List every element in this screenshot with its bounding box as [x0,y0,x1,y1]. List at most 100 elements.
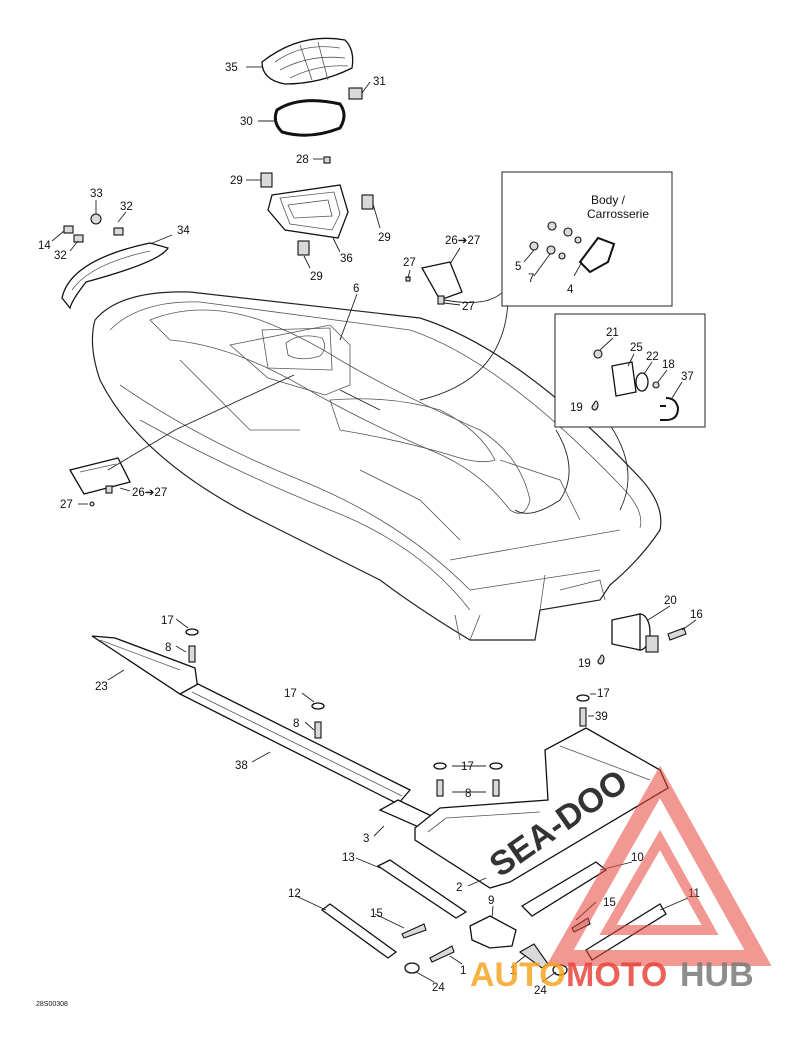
clip-29b [361,194,374,210]
label-21: 21 [606,327,619,339]
label-17d: 17 [597,688,610,700]
label-19a: 19 [570,402,583,414]
label-39: 39 [595,711,608,723]
label-29c: 29 [310,271,323,283]
watermark-text: AUTO MOTO HUB [470,956,754,994]
gasket-22 [635,372,649,392]
washer-7d [558,252,566,260]
screw-15a [401,923,427,939]
label-22: 22 [646,351,659,363]
washer-14 [63,225,74,234]
plate-25 [611,361,637,397]
label-8b: 8 [293,718,299,730]
label-5: 5 [515,261,521,273]
washer-7b [546,245,556,255]
storage-bin-36 [267,184,349,239]
label-36: 36 [340,253,353,265]
bracket-26-upper [405,261,463,305]
washer-18 [652,381,660,389]
panel-23 [91,635,199,695]
label-27c: 27 [60,499,73,511]
label-24a: 24 [432,982,445,994]
label-19b: 19 [578,658,591,670]
label-12: 12 [288,888,301,900]
cap-24a [404,962,420,974]
watermark-moto: MOTO [566,956,667,994]
label-25: 25 [630,342,643,354]
rivet-8a [185,628,199,663]
label-20: 20 [664,595,677,607]
label-37: 37 [681,371,694,383]
label-15b: 15 [603,897,616,909]
screw-1a [429,945,455,963]
label-27b: 27 [462,301,475,313]
label-13: 13 [342,852,355,864]
watermark-logo [546,765,772,966]
latch-31 [348,87,363,100]
label-14: 14 [38,240,51,252]
label-38: 38 [235,760,248,772]
sealant-19a [591,400,599,411]
clip-29c [297,240,310,256]
bracket-26-lower [69,457,131,507]
bolt-32b [73,234,84,243]
body-inset-box [501,171,673,307]
sealant-19b [597,654,605,665]
label-8c: 8 [465,788,471,800]
gasket-30 [273,99,346,137]
bolt-32a [113,227,124,236]
grab-handle-4 [573,236,616,277]
bracket-9 [469,915,517,949]
label-2: 2 [456,882,462,894]
label-32b: 32 [54,250,67,262]
rivet-39 [576,694,590,727]
nut-21 [593,349,603,359]
label-17c: 17 [461,761,474,773]
label-17b: 17 [284,688,297,700]
label-33: 33 [90,188,103,200]
storage-lid [261,37,354,85]
label-28: 28 [296,154,309,166]
strake-13 [376,859,468,919]
label-29a: 29 [230,175,243,187]
label-1a: 1 [460,965,466,977]
label-8a: 8 [165,642,171,654]
clip-29a [260,172,273,188]
label-15a: 15 [370,908,383,920]
label-30: 30 [240,116,253,128]
rivet-8c [433,762,503,797]
label-32a: 32 [120,201,133,213]
label-35: 35 [225,62,238,74]
washer-7a [563,227,573,237]
u-bolt-37 [660,397,680,421]
label-6: 6 [353,283,359,295]
label-24b: 24 [534,985,547,997]
label-26a: 26➔27 [445,235,480,247]
label-9: 9 [488,895,494,907]
body-label-line1: Body / [591,193,626,207]
body-label-line2: Carrosserie [587,207,649,221]
handle-34 [61,242,169,310]
label-23: 23 [95,681,108,693]
drawing-code: 28S00308 [36,1001,68,1008]
panel-38 [178,683,412,805]
label-34: 34 [177,225,190,237]
screw-16 [667,627,687,641]
label-29b: 29 [378,232,391,244]
label-10: 10 [631,852,644,864]
label-27a: 27 [403,257,416,269]
label-3: 3 [363,833,369,845]
watermark-hub: HUB [680,956,754,994]
label-16: 16 [690,609,703,621]
label-4: 4 [567,284,574,296]
label-26b: 26➔27 [132,487,167,499]
label-1b: 1 [510,965,516,977]
screw-28 [323,156,331,164]
rivet-8b [311,702,325,739]
drain-plug-20 [611,613,659,653]
strake-12 [320,903,398,959]
hull-body [91,291,662,641]
nut-33 [90,213,102,225]
label-18: 18 [662,359,675,371]
